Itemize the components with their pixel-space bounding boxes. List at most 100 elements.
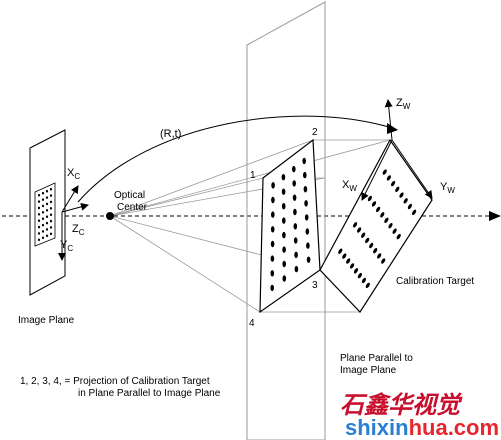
calibration-target-dot <box>361 232 366 238</box>
image-plane-dot <box>49 207 53 210</box>
projected-target <box>259 138 321 314</box>
calibration-target-dot <box>395 186 400 192</box>
projected-target-dot <box>303 186 308 193</box>
projected-target-dot <box>304 200 308 207</box>
watermark-url: shixinhua.com <box>345 415 499 440</box>
image-plane-dot <box>37 200 41 203</box>
image-plane-dot <box>41 211 45 214</box>
calibration-target-dot <box>381 258 386 264</box>
image-plane-dot <box>41 236 45 240</box>
calibration-target-dot <box>384 217 389 223</box>
calibration-target-dot <box>377 253 382 259</box>
xc-label: XC <box>67 167 80 181</box>
image-plane-dot <box>45 202 49 206</box>
projected-target-dot <box>270 284 275 292</box>
zc-label: ZC <box>72 223 85 237</box>
image-plane-dot <box>49 194 53 197</box>
calibration-target-dot <box>386 175 391 181</box>
projected-target-dot <box>292 194 297 201</box>
optical-center-label-1: Optical <box>114 190 145 201</box>
projected-target-dot <box>270 255 275 262</box>
optical-axis-arrowhead <box>489 211 501 221</box>
projected-target-dot <box>293 223 298 230</box>
calibration-target-dot <box>391 180 396 187</box>
rt-arc <box>77 115 393 203</box>
calibration-target-dot <box>407 203 412 210</box>
image-plane-dot <box>45 221 49 225</box>
zw-label: ZW <box>396 97 411 111</box>
calibration-target-dot <box>380 212 385 218</box>
projected-target-dot <box>302 157 307 165</box>
calibration-target-dot <box>357 272 362 279</box>
calibration-target-dot <box>376 206 381 213</box>
image-plane-dot <box>45 189 49 193</box>
calibration-target-label: Calibration Target <box>396 276 474 287</box>
projected-target-dot <box>293 208 297 216</box>
calibration-target-dots <box>338 169 417 289</box>
projected-target-dot <box>282 246 286 253</box>
projected-target-dot <box>281 174 286 181</box>
corner-4-label: 4 <box>249 318 255 329</box>
projected-target-dot <box>281 203 286 210</box>
image-plane-dot <box>45 228 49 231</box>
calibration-target-dot <box>392 228 397 234</box>
image-plane-dot <box>45 196 49 199</box>
image-plane-dot <box>37 225 41 229</box>
projected-target-dot <box>304 214 309 221</box>
calibration-target-dot <box>382 169 387 175</box>
projected-target-dot <box>282 231 286 239</box>
image-plane-dot <box>49 200 53 204</box>
calibration-target-dot <box>373 248 378 254</box>
image-plane-dot <box>37 206 41 210</box>
calibration-target-dot <box>346 258 351 264</box>
xw-axis <box>361 139 393 201</box>
image-plane-label: Image Plane <box>18 315 75 326</box>
calibration-target-dot <box>371 201 377 207</box>
image-plane-dot <box>45 209 49 212</box>
calibration-target-dot <box>365 237 370 244</box>
calibration-target-dot <box>367 195 372 202</box>
projected-target-dot <box>282 275 287 282</box>
image-plane-dot <box>41 191 45 195</box>
image-plane-dot <box>37 232 41 235</box>
image-plane-target <box>34 182 56 247</box>
calibration-target-dot <box>350 263 355 269</box>
yw-axis <box>391 139 433 199</box>
projected-target-dot <box>282 217 286 224</box>
image-plane-dot <box>45 234 49 238</box>
calibration-target-dot <box>361 277 366 284</box>
optical-center-label-2: Center <box>117 202 148 213</box>
calibration-target-dot <box>412 209 417 215</box>
watermark-chinese: 石鑫华视觉 <box>340 390 463 419</box>
image-plane-dot <box>49 232 53 236</box>
plane-parallel-label-1: Plane Parallel to <box>340 353 413 364</box>
projected-target-dot <box>294 265 299 273</box>
image-plane-dot <box>41 223 45 227</box>
projected-target-dot <box>293 237 298 244</box>
image-plane-dot <box>41 217 45 220</box>
plane-parallel-label-2: Image Plane <box>340 365 397 376</box>
projected-target-dot <box>303 171 307 179</box>
calibration-target-dot <box>399 192 404 198</box>
calibration-target-dot <box>388 223 393 229</box>
image-plane-dot <box>49 219 53 223</box>
projected-target-dot <box>306 242 310 249</box>
image-plane-dot <box>37 219 41 222</box>
calibration-target <box>319 138 433 313</box>
calibration-target-dot <box>338 248 343 254</box>
projected-target-dot <box>306 256 311 263</box>
corner-3-label: 3 <box>312 280 318 291</box>
calibration-target-dot <box>396 233 401 240</box>
yc-label: YC <box>60 239 73 253</box>
zw-axis <box>384 99 393 141</box>
calibration-target-dot <box>342 253 347 259</box>
projected-target-dot <box>281 188 286 195</box>
yw-label: YW <box>440 181 455 195</box>
calibration-target-dot <box>403 198 408 204</box>
image-plane-dot <box>49 226 53 229</box>
projected-target-dot <box>292 165 296 173</box>
image-plane-dot <box>41 230 45 233</box>
calibration-target-dot <box>357 227 362 233</box>
image-plane-dot <box>49 187 53 191</box>
